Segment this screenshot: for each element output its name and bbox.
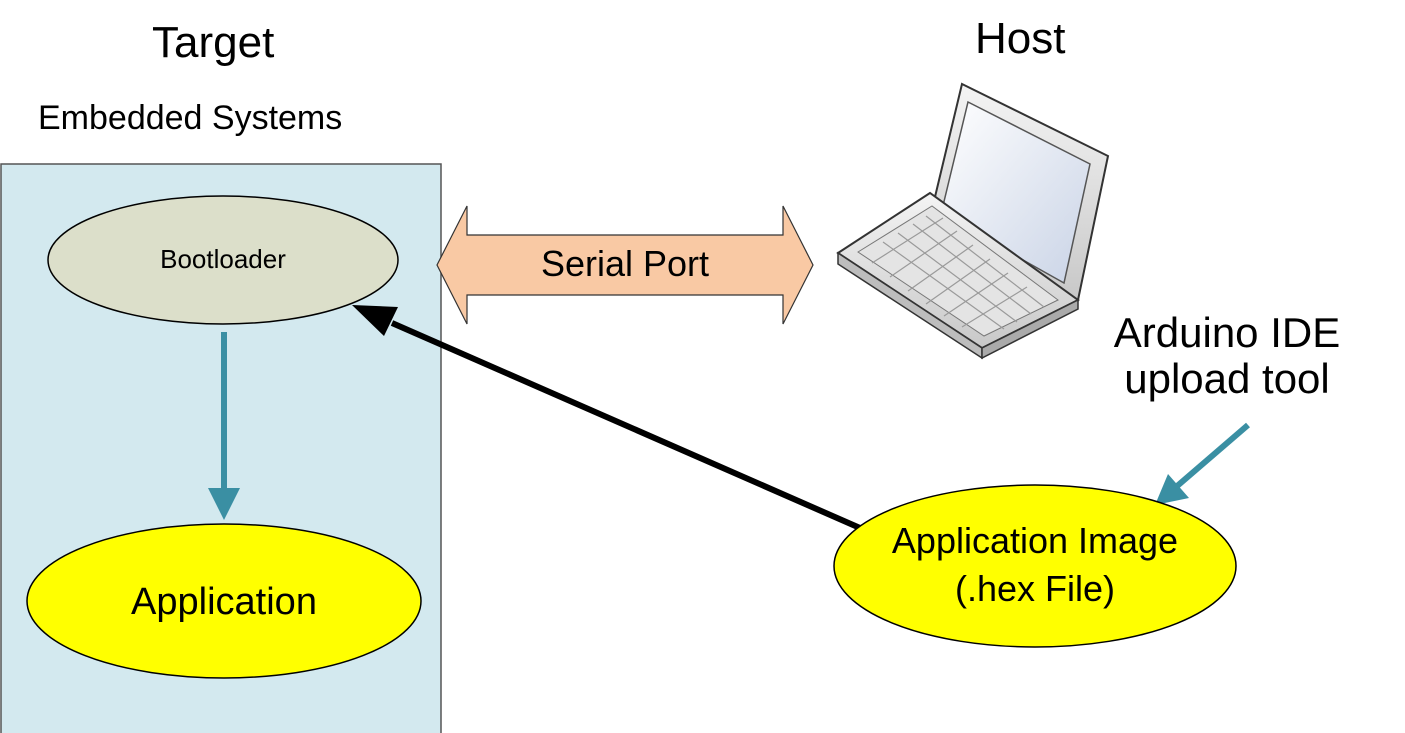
bootloader-label: Bootloader: [160, 244, 286, 274]
boot-to-app-arrow: [208, 332, 240, 520]
application-node: Application: [26, 523, 422, 679]
application-image-label-line1: Application Image: [892, 520, 1178, 561]
target-title: Target: [152, 18, 275, 67]
tool-pointer-arrow: [1155, 422, 1250, 505]
application-image-node: Application Image (.hex File): [833, 484, 1237, 648]
target-subtitle: Embedded Systems: [38, 99, 343, 137]
serial-port-arrow: Serial Port: [436, 205, 814, 325]
arduino-ide-label: Arduino IDE upload tool: [1113, 309, 1341, 403]
upload-arrow: [352, 305, 862, 531]
laptop-icon: [836, 82, 1110, 360]
application-image-ellipse: [833, 484, 1237, 648]
serial-port-label: Serial Port: [541, 243, 709, 284]
application-ellipse: [26, 523, 422, 679]
host-title: Host: [975, 14, 1066, 63]
application-label: Application: [131, 581, 317, 623]
bootloader-ellipse: [47, 195, 399, 325]
application-image-label-line2: (.hex File): [955, 568, 1115, 609]
bootloader-node: Bootloader: [47, 195, 399, 325]
